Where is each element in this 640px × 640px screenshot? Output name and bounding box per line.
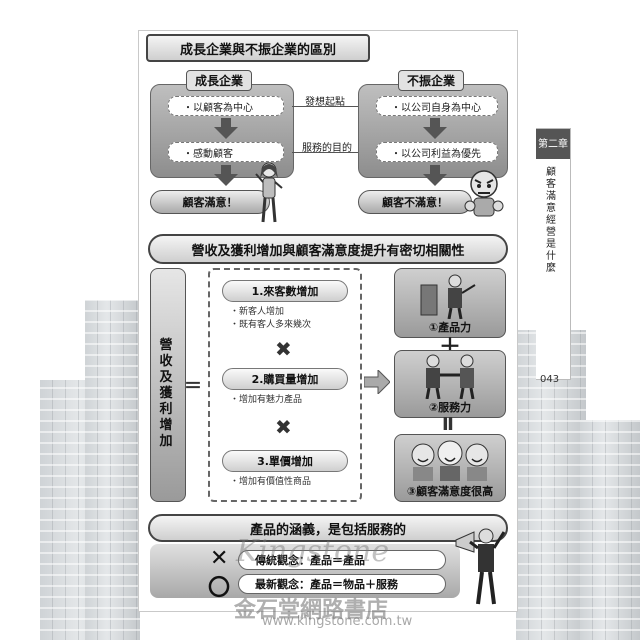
card-equals-icon: Ⅱ <box>442 414 454 435</box>
growth-arrow-down-icon <box>214 127 238 139</box>
sluggish-title: 不振企業 <box>398 70 465 91</box>
section-title-difference: 成長企業與不振企業的區別 <box>146 34 370 62</box>
card-service-power: ②服務力 <box>394 350 506 418</box>
happy-woman-illustration <box>255 162 283 223</box>
growth-result-arrow-stem <box>221 165 231 175</box>
megaphone-man-illustration <box>455 528 506 605</box>
times-icon-2: ✖ <box>275 415 292 439</box>
growth-result-arrow-icon <box>214 174 238 186</box>
page-number: 043 <box>540 374 560 385</box>
traditional-concept: 傳統觀念：產品＝產品 <box>238 550 446 570</box>
sluggish-result-badge: 顧客不滿意！ <box>358 190 472 214</box>
item-sub-valuable-goods: ・增加有價值性商品 <box>230 477 312 487</box>
sluggish-arrow-down-icon <box>423 127 447 139</box>
handshake-illustration <box>425 354 475 399</box>
item-sub-new-customers: ・新客人增加 <box>230 307 285 317</box>
item-title-purchase-increase: 2.購買量增加 <box>222 368 348 390</box>
sluggish-result-arrow-icon <box>423 174 447 186</box>
wrong-mark-icon: ✕ <box>210 546 229 571</box>
card-product-power: ①產品力 <box>394 268 506 338</box>
building-right <box>516 330 586 640</box>
revenue-vertical-text: 營收及獲利增加 <box>159 338 173 449</box>
watermark-brand: Kingstone <box>236 534 390 569</box>
right-arrow-icon <box>364 370 390 394</box>
sluggish-arrow-stem <box>430 118 440 128</box>
modern-concept: 最新觀念：產品＝物品＋服務 <box>238 574 446 594</box>
section-title-product-meaning: 產品的涵義，是包括服務的 <box>148 514 508 542</box>
growth-result-badge: 顧客滿意！ <box>150 190 270 214</box>
watermark-url: www.kingstone.com.tw <box>262 614 413 629</box>
connector-line-2 <box>292 152 358 153</box>
growth-title: 成長企業 <box>186 70 253 91</box>
correct-mark-icon: 〇 <box>208 576 231 601</box>
growth-item-customer-center: ・以顧客為中心 <box>168 96 284 116</box>
equals-sign-left: ＝ <box>184 376 202 397</box>
growth-item-touch-customer: ・感動顧客 <box>168 142 284 162</box>
item-title-unit-price-increase: 3.單價增加 <box>222 450 348 472</box>
section-title-correlation: 營收及獲利增加與顧客滿意度提升有密切相關性 <box>148 234 508 264</box>
sluggish-item-profit-first: ・以公司利益為優先 <box>376 142 498 162</box>
times-icon-1: ✖ <box>275 337 292 361</box>
growth-arrow-stem <box>221 118 231 128</box>
card-label-product-power: ①產品力 <box>428 321 472 334</box>
building-right-far <box>580 420 640 640</box>
label-starting-point: 發想起點 <box>305 97 345 108</box>
building-left-tall <box>85 300 140 640</box>
revenue-vertical-bar <box>150 268 186 502</box>
connector-line-1 <box>292 106 358 107</box>
label-service-purpose: 服務的目的 <box>302 143 352 154</box>
item-sub-repeat-customers: ・既有客人多來幾次 <box>230 320 312 330</box>
chapter-side-tab: 第二章 顧客滿意經營是什麼 <box>536 128 571 380</box>
sluggish-result-arrow-stem <box>430 165 440 175</box>
angry-customer-illustration <box>464 170 504 217</box>
card-customer-satisfaction: ③顧客滿意度很高 <box>394 434 506 502</box>
card-label-customer-satisfaction: ③顧客滿意度很高 <box>406 485 494 498</box>
watermark-cn: 金石堂網路書店 <box>234 598 389 623</box>
businessman-illustration <box>420 274 476 319</box>
chapter-label: 第二章 <box>536 129 570 159</box>
chapter-title: 顧客滿意經營是什麼 <box>546 167 556 274</box>
card-label-service-power: ②服務力 <box>428 401 472 414</box>
happy-customers-illustration <box>411 440 489 481</box>
item-sub-attractive-products: ・增加有魅力產品 <box>230 395 303 405</box>
sluggish-item-self-center: ・以公司自身為中心 <box>376 96 498 116</box>
item-title-customer-increase: 1.來客數增加 <box>222 280 348 302</box>
